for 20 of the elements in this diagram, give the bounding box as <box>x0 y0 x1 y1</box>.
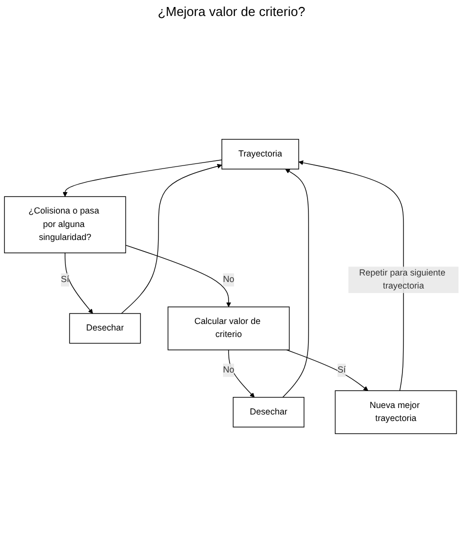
note-text: ¿Mejora valor de criterio? <box>158 4 306 19</box>
arrow <box>125 244 232 308</box>
node-box: ¿Colisiona o pasa por alguna singularidad? <box>4 196 126 254</box>
edge-label: Repetir para siguiente trayectoria <box>359 268 446 291</box>
arrow <box>228 350 255 398</box>
arrow <box>64 252 93 314</box>
node-box: Desechar <box>69 313 141 344</box>
node-box: Desechar <box>232 396 304 428</box>
node-box: Nueva mejor trayectoria <box>334 390 457 434</box>
edge-label: No <box>223 365 234 375</box>
arrow <box>62 159 222 197</box>
arrow <box>282 168 309 398</box>
edge-label: Sí <box>337 365 346 375</box>
node-box: Calcular valor de criterio <box>168 306 290 350</box>
edge-label: Sí <box>60 274 70 284</box>
edge-label: No <box>223 274 234 284</box>
node-box: Trayectoria <box>221 138 300 170</box>
arrow <box>298 160 404 392</box>
arrow <box>286 350 368 391</box>
arrow <box>121 164 222 314</box>
